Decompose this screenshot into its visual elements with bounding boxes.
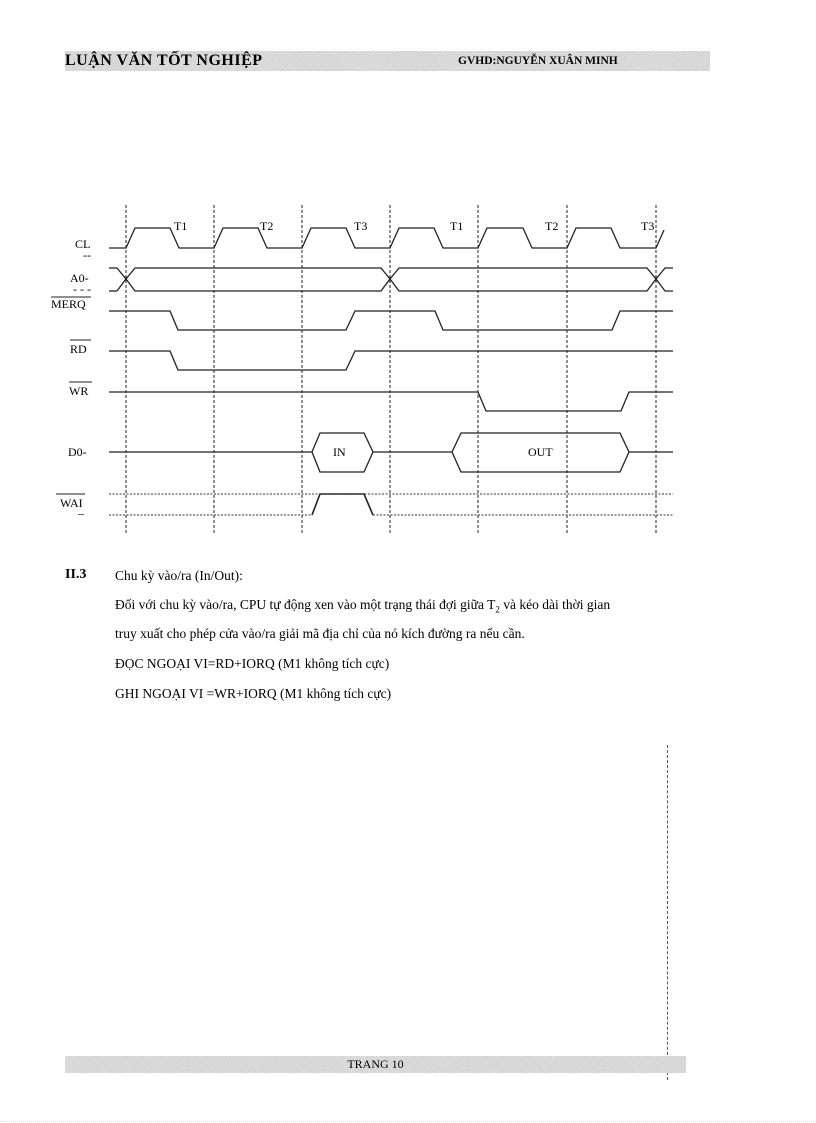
state-label: T2 (260, 219, 273, 233)
paragraph-line-2: truy xuất cho phép cửa vào/ra giải mã đị… (115, 626, 525, 641)
para-text: Đối với chu kỳ vào/ra, CPU tự động xen v… (115, 597, 496, 612)
signal-label-wait: WAI (60, 496, 83, 510)
signal-label-rd: RD (70, 342, 87, 356)
page-edge (0, 1121, 816, 1122)
paragraph-line-1: Đối với chu kỳ vào/ra, CPU tự động xen v… (115, 597, 610, 615)
state-label: T3 (354, 219, 367, 233)
wait-sub-mark: – (77, 506, 85, 520)
para-text: và kéo dài thời gian (499, 597, 611, 612)
signal-label-wr: WR (69, 384, 88, 398)
state-label: T3 (641, 219, 654, 233)
a0-sub-mark: - - - (73, 282, 91, 296)
state-label: T1 (450, 219, 463, 233)
rd-waveform (109, 350, 673, 371)
read-peripheral-line: ĐỌC NGOẠI VI=RD+IORQ (M1 không tích cực) (115, 656, 390, 671)
bus-label-out: OUT (528, 445, 553, 459)
address-bus-bottom (116, 277, 673, 292)
cl-sub-mark: -- (83, 248, 91, 262)
write-peripheral-line: GHI NGOẠI VI =WR+IORQ (M1 không tích cực… (115, 686, 392, 701)
page-footer: TRANG 10 (65, 1056, 686, 1073)
signal-label-a0: A0- (70, 271, 89, 285)
state-label: T1 (174, 219, 187, 233)
page-header: LUẬN VĂN TỐT NGHIỆP GVHD:NGUYỄN XUÂN MIN… (65, 51, 710, 71)
wait-pulse (311, 493, 374, 516)
signal-label-mreq: MERQ (51, 297, 86, 311)
state-boundaries (125, 205, 657, 535)
section-number: II.3 (65, 567, 87, 582)
wr-waveform (109, 391, 673, 412)
signal-label-cl: CL (75, 237, 90, 251)
signal-label-d0: D0- (68, 445, 87, 459)
advisor-name: GVHD:NGUYỄN XUÂN MINH (458, 55, 618, 67)
thesis-title: LUẬN VĂN TỐT NGHIỆP (65, 52, 263, 69)
clock-waveform (109, 227, 665, 249)
address-bus-top (116, 267, 673, 281)
subscript: 2 (495, 604, 500, 615)
page-number: TRANG 10 (347, 1057, 404, 1071)
mreq-waveform (109, 310, 673, 331)
timing-diagram: T1 T2 T3 T1 T2 T3 CL -- A0- - - - MERQ R… (51, 205, 673, 535)
margin-guide-line (667, 745, 668, 1080)
state-label: T2 (545, 219, 558, 233)
bus-label-in: IN (333, 445, 346, 459)
section-heading: Chu kỳ vào/ra (In/Out): (115, 568, 243, 583)
